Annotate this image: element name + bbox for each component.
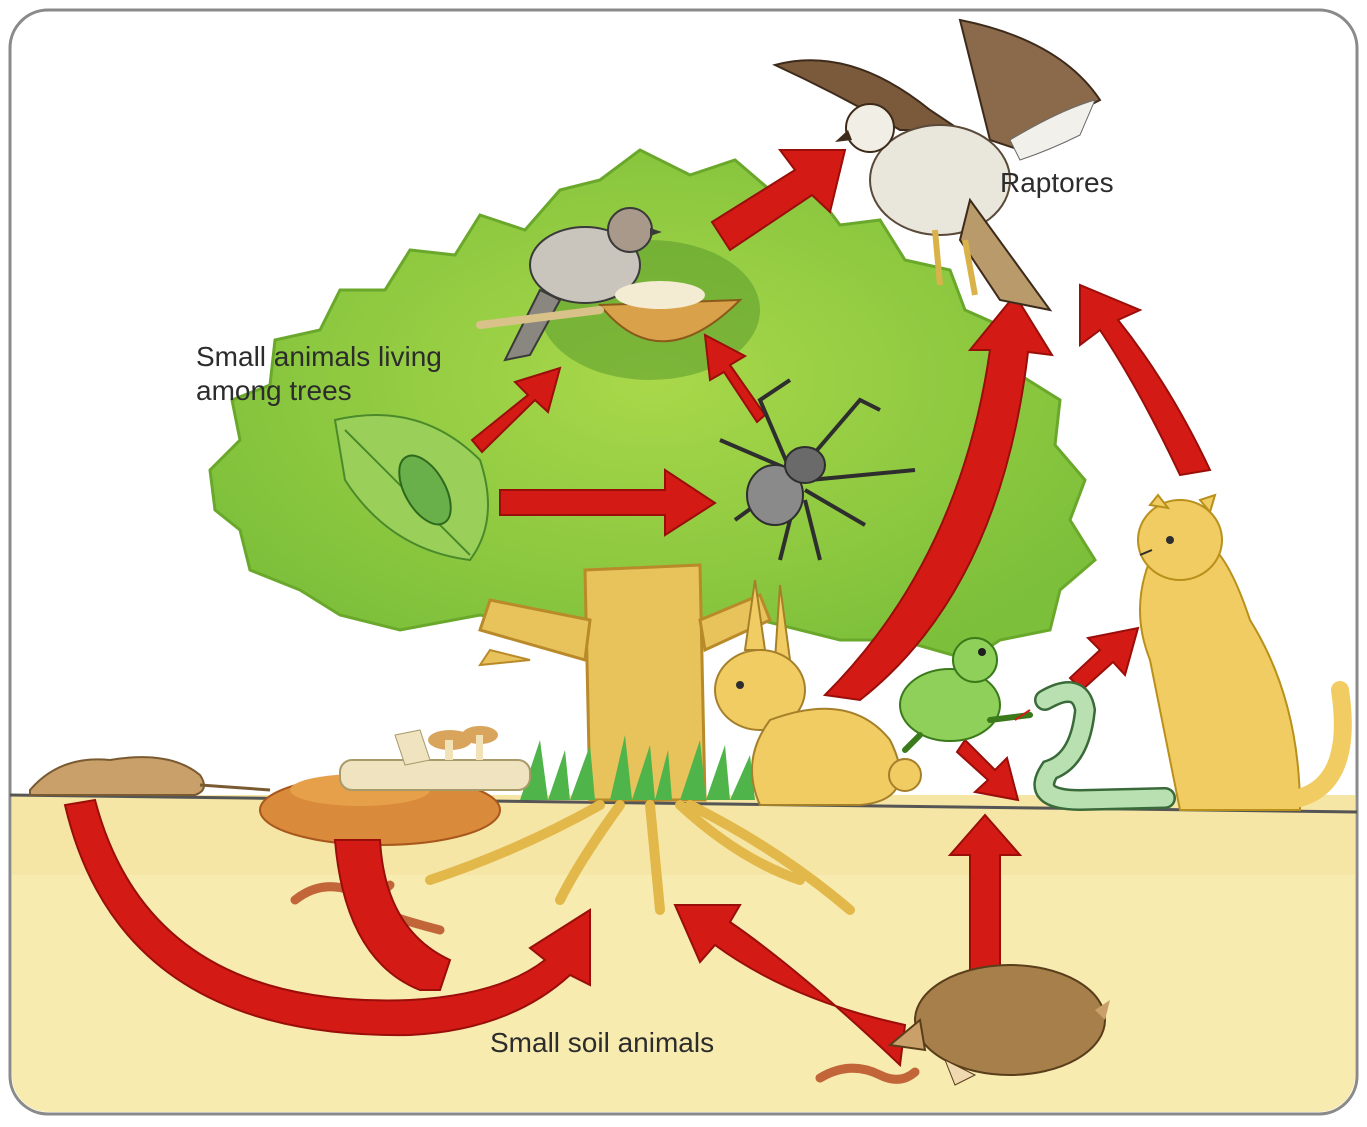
tree-animals-label: Small animals living among trees: [196, 340, 516, 408]
tree-animals-label-line2: among trees: [196, 374, 516, 408]
soil-animals-label: Small soil animals: [490, 1026, 714, 1060]
raptors-label: Raptores: [1000, 166, 1114, 200]
tree-animals-label-line1: Small animals living: [196, 340, 516, 374]
